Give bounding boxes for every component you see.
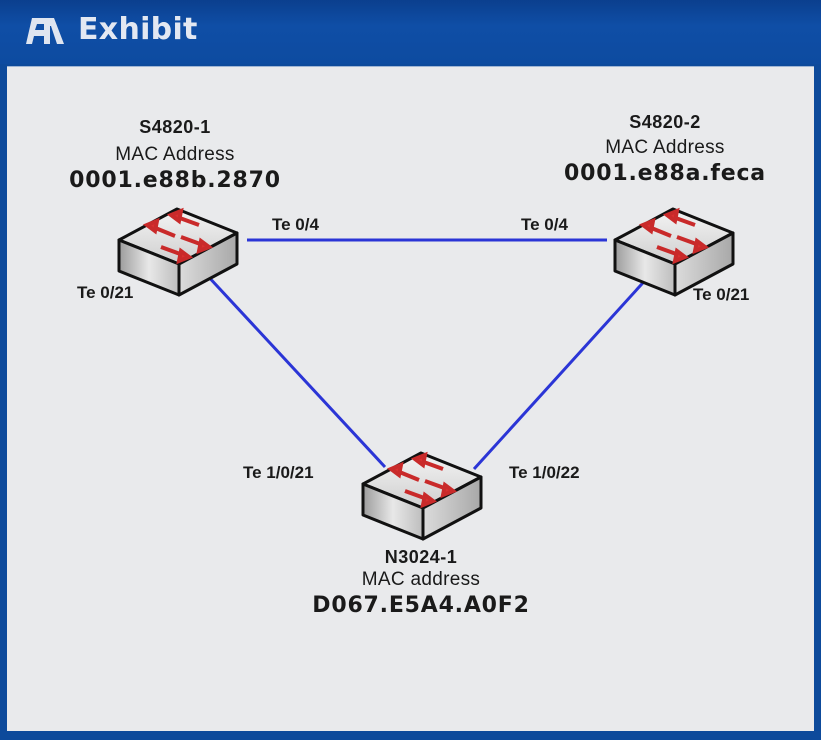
port-label: Te 0/21 [693, 285, 750, 304]
mac-address: 0001.e88b.2870 [69, 168, 281, 193]
mac-address: 0001.e88a.feca [564, 161, 766, 186]
node-name: S4820-1 [139, 117, 211, 137]
port-label: Te 1/0/22 [509, 463, 580, 482]
window-titlebar: Exhibit [0, 0, 821, 64]
window-title: Exhibit [78, 12, 198, 47]
port-label: Te 0/4 [521, 215, 568, 234]
switch-icon[interactable] [361, 451, 483, 541]
link-s4820-1-n3024-1 [203, 271, 387, 469]
port-label: Te 0/21 [77, 283, 134, 302]
mac-label: MAC address [361, 569, 481, 590]
network-diagram [117, 207, 735, 541]
link-s4820-2-n3024-1 [472, 273, 652, 471]
port-label: Te 0/4 [272, 215, 319, 234]
mac-label: MAC Address [605, 137, 725, 158]
node-name: S4820-2 [629, 112, 701, 132]
mac-address: D067.E5A4.A0F2 [312, 593, 530, 618]
switch-icon[interactable] [613, 207, 735, 297]
switch-icon[interactable] [117, 207, 239, 297]
exhibit-icon [26, 18, 64, 44]
port-label: Te 1/0/21 [243, 463, 314, 482]
node-name: N3024-1 [384, 547, 458, 567]
exhibit-content: S4820-1 MAC Address 0001.e88b.2870 S4820… [7, 66, 814, 731]
mac-label: MAC Address [115, 144, 235, 165]
